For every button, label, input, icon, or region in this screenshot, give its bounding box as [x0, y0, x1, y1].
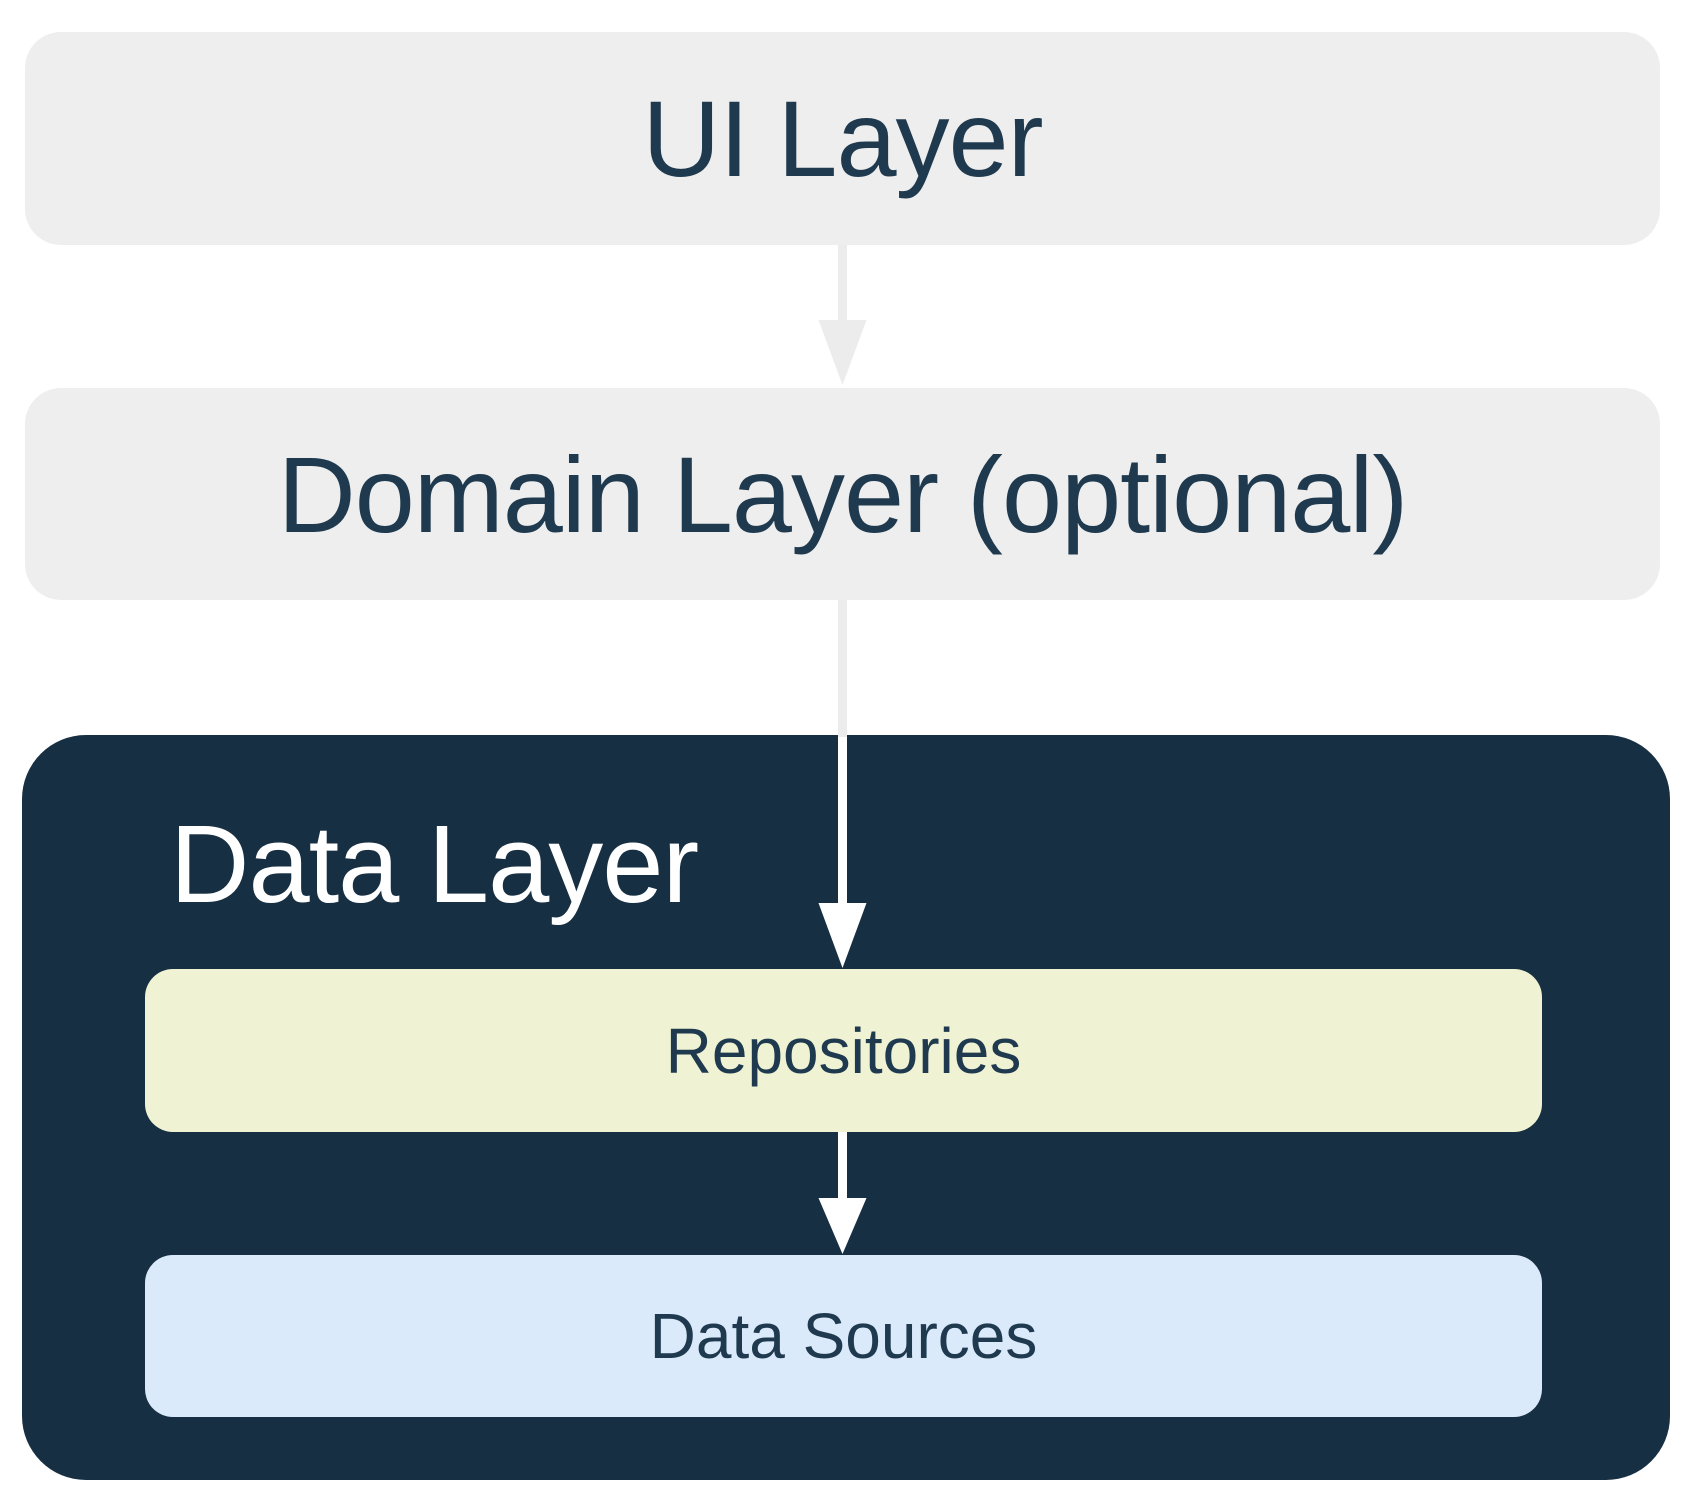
node-data-sources: Data Sources: [145, 1255, 1542, 1417]
node-repositories: Repositories: [145, 969, 1542, 1132]
node-ui-layer: UI Layer: [25, 32, 1660, 245]
ui-layer-label: UI Layer: [642, 78, 1043, 199]
data-layer-label: Data Layer: [170, 803, 699, 926]
repositories-label: Repositories: [665, 1014, 1022, 1087]
data-sources-label: Data Sources: [649, 1300, 1038, 1372]
domain-layer-label: Domain Layer (optional): [277, 433, 1409, 555]
arrow-down-icon: [818, 245, 867, 385]
node-data-layer: Data Layer Repositories Data Sources: [22, 735, 1670, 1480]
node-domain-layer: Domain Layer (optional): [25, 388, 1660, 600]
